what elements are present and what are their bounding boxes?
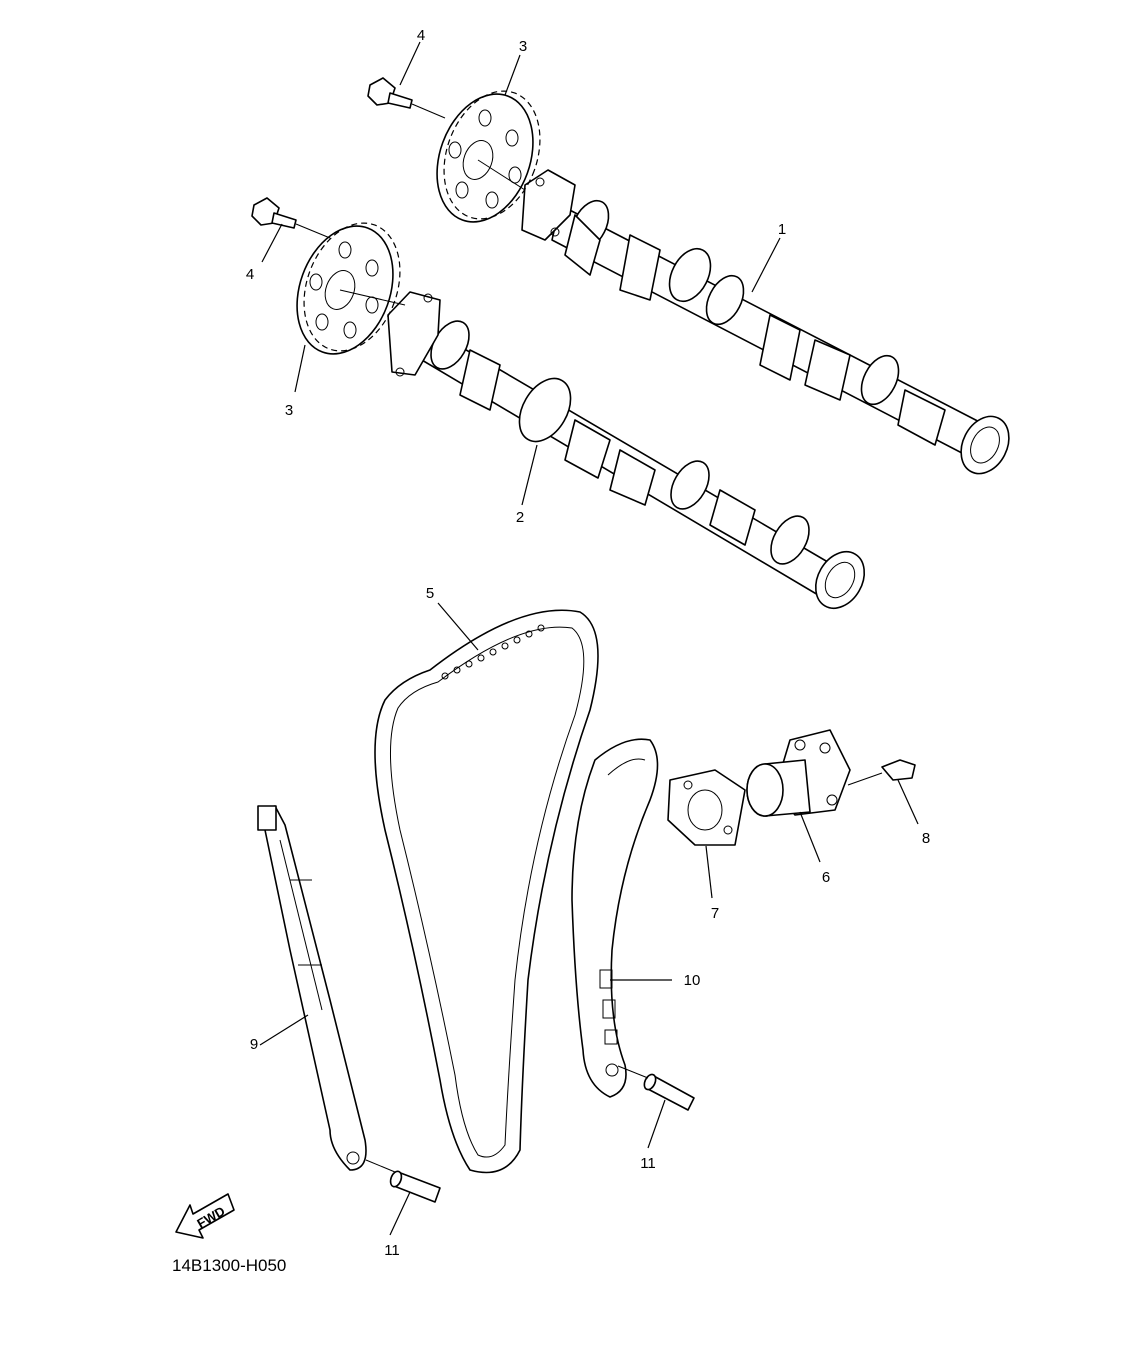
callout-3-lower: 3	[285, 402, 293, 419]
forward-arrow-icon: FWD	[175, 1193, 235, 1239]
tensioner-bolt	[847, 759, 916, 786]
chain-links	[441, 624, 545, 680]
camshaft-upper	[521, 169, 1010, 475]
callout-5: 5	[426, 585, 434, 602]
chain-guide-fixed	[257, 805, 367, 1171]
guide-pin-left	[365, 1159, 441, 1203]
callout-9: 9	[250, 1036, 258, 1053]
diagram-code: 14B1300-H050	[172, 1256, 286, 1275]
callout-4-upper: 4	[417, 27, 425, 44]
chain-tensioner	[746, 729, 851, 817]
callout-4-lower: 4	[246, 266, 254, 283]
timing-chain	[374, 609, 599, 1174]
leader-lines	[259, 41, 919, 1236]
callout-3-upper: 3	[519, 38, 527, 55]
sprocket-bolt-upper	[367, 77, 446, 119]
callout-7: 7	[711, 905, 719, 922]
callout-11-left: 11	[384, 1242, 400, 1259]
chain-guide-tensioner-side	[571, 738, 659, 1098]
sprocket-bolt-lower	[251, 197, 331, 239]
tensioner-gasket	[667, 769, 746, 846]
callout-11-right: 11	[640, 1155, 656, 1172]
callout-2: 2	[516, 509, 524, 526]
cam-sprocket-upper	[436, 90, 541, 223]
callout-10: 10	[684, 972, 701, 989]
callout-1: 1	[778, 221, 786, 238]
callout-6: 6	[822, 869, 830, 886]
cam-sprocket-lower	[296, 222, 406, 355]
guide-pin-right	[617, 1065, 695, 1111]
camshaft-lower	[387, 291, 866, 610]
callout-labels: 1 2 3 3 4 4 5 6 7 8 9 10 11 11	[246, 27, 930, 1259]
callout-8: 8	[922, 830, 930, 847]
